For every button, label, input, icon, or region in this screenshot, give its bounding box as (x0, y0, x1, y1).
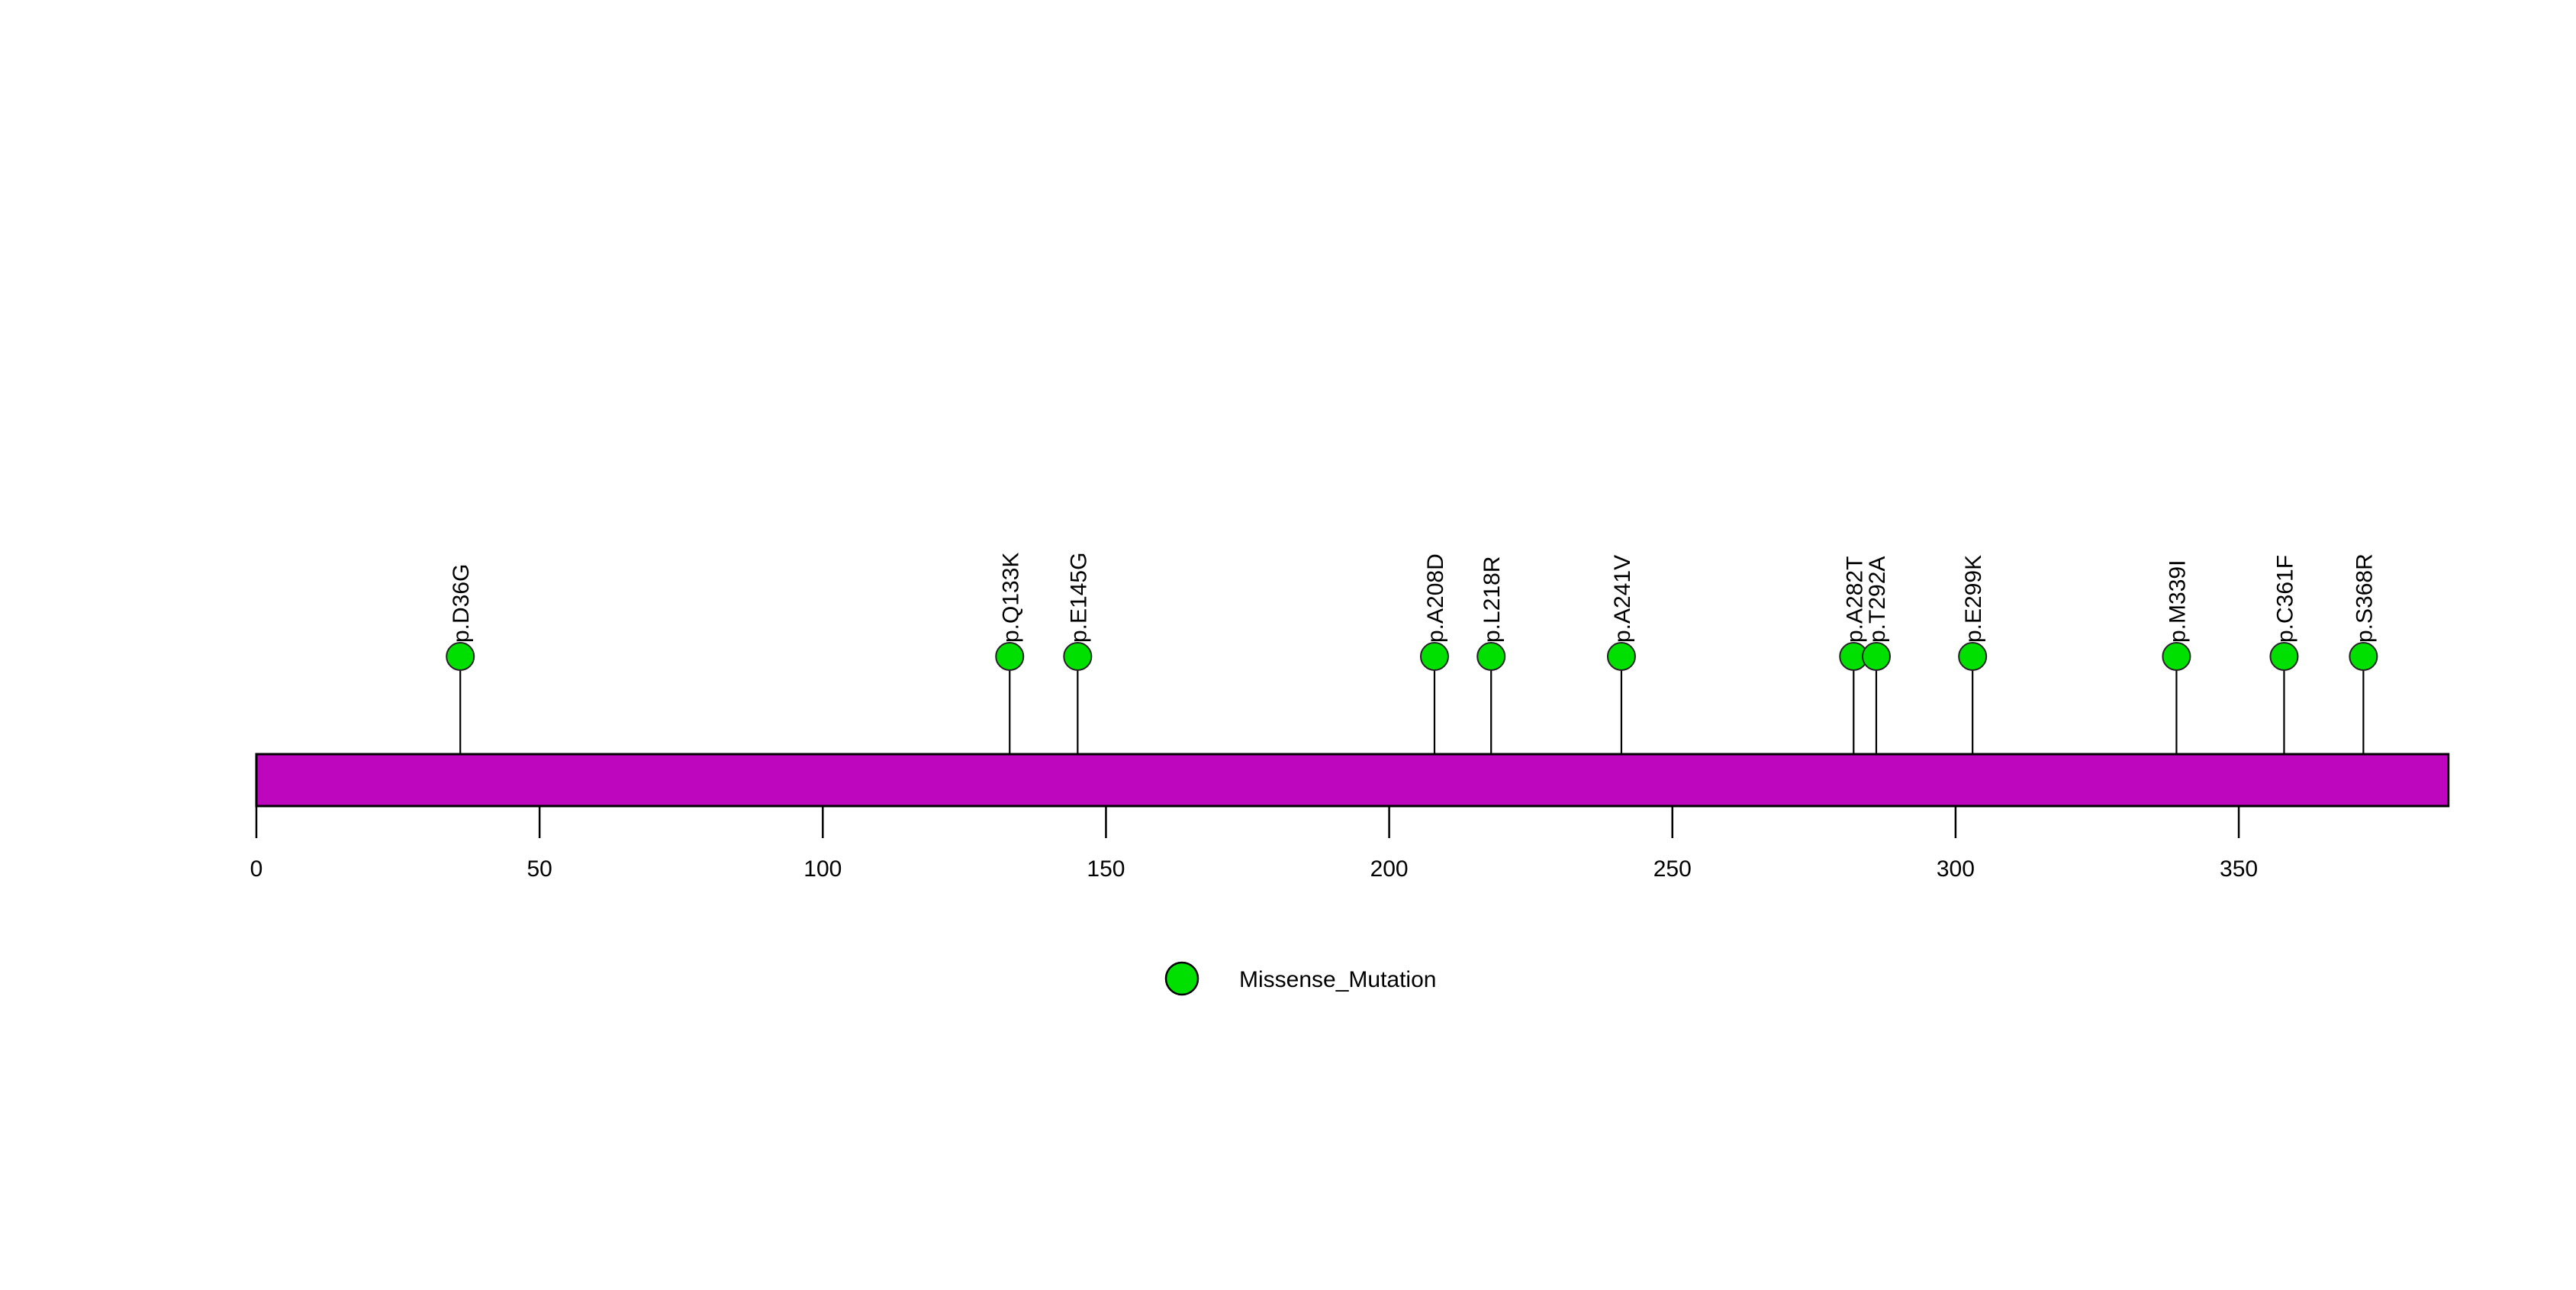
lollipop-marker[interactable] (1958, 642, 1988, 671)
protein-backbone-group (255, 753, 2450, 808)
mutation-label: p.T292A (1865, 556, 1890, 643)
x-axis-tick-label: 0 (250, 856, 263, 882)
lollipop-marker[interactable] (2349, 642, 2378, 671)
mutation-labels-group: p.D36G p.Q133K p.E145G p.A208D p.L218R p.A241… (449, 553, 2377, 643)
lollipop-marker[interactable] (446, 642, 475, 671)
lollipop-marker[interactable] (1606, 642, 1636, 671)
lollipop-marker[interactable] (995, 642, 1025, 671)
lollipop-marker[interactable] (1476, 642, 1506, 671)
lollipop-marker[interactable] (1063, 642, 1093, 671)
mutation-label: p.Q133K (998, 553, 1023, 643)
legend-label-missense-mutation: Missense_Mutation (1239, 967, 1436, 992)
x-axis-tick-label: 350 (2220, 856, 2258, 882)
lollipop-markers-group (446, 642, 2378, 671)
mutation-label: p.A208D (1423, 553, 1448, 643)
x-axis-tick-label: 250 (1653, 856, 1692, 882)
mutation-label: p.E145G (1066, 553, 1091, 643)
mutation-label: p.A241V (1610, 555, 1635, 643)
lollipop-marker[interactable] (2162, 642, 2191, 671)
lollipop-marker[interactable] (2269, 642, 2299, 671)
x-axis-tick-label: 200 (1370, 856, 1409, 882)
x-axis-tick-label: 100 (803, 856, 842, 882)
x-axis-tick-label: 300 (1937, 856, 1975, 882)
legend-group: Missense_Mutation (1164, 961, 1436, 996)
x-axis-group: 0 50 100 150 200 250 300 350 (250, 806, 2258, 882)
mutation-label: p.M339I (2165, 560, 2190, 643)
lollipop-marker[interactable] (1419, 642, 1449, 671)
legend-swatch-missense-mutation (1164, 961, 1199, 996)
mutation-label: p.L218R (1480, 556, 1505, 643)
mutation-label: p.D36G (449, 564, 474, 643)
mutation-label: p.S368R (2352, 553, 2377, 643)
mutation-label: p.A282T (1842, 556, 1867, 643)
protein-backbone-bar (255, 753, 2450, 808)
x-axis-tick-label: 50 (526, 856, 552, 882)
mutation-label: p.E299K (1961, 555, 1986, 643)
x-axis-tick-label: 150 (1087, 856, 1125, 882)
lollipop-marker[interactable] (1861, 642, 1891, 671)
mutation-label: p.C361F (2272, 555, 2297, 643)
